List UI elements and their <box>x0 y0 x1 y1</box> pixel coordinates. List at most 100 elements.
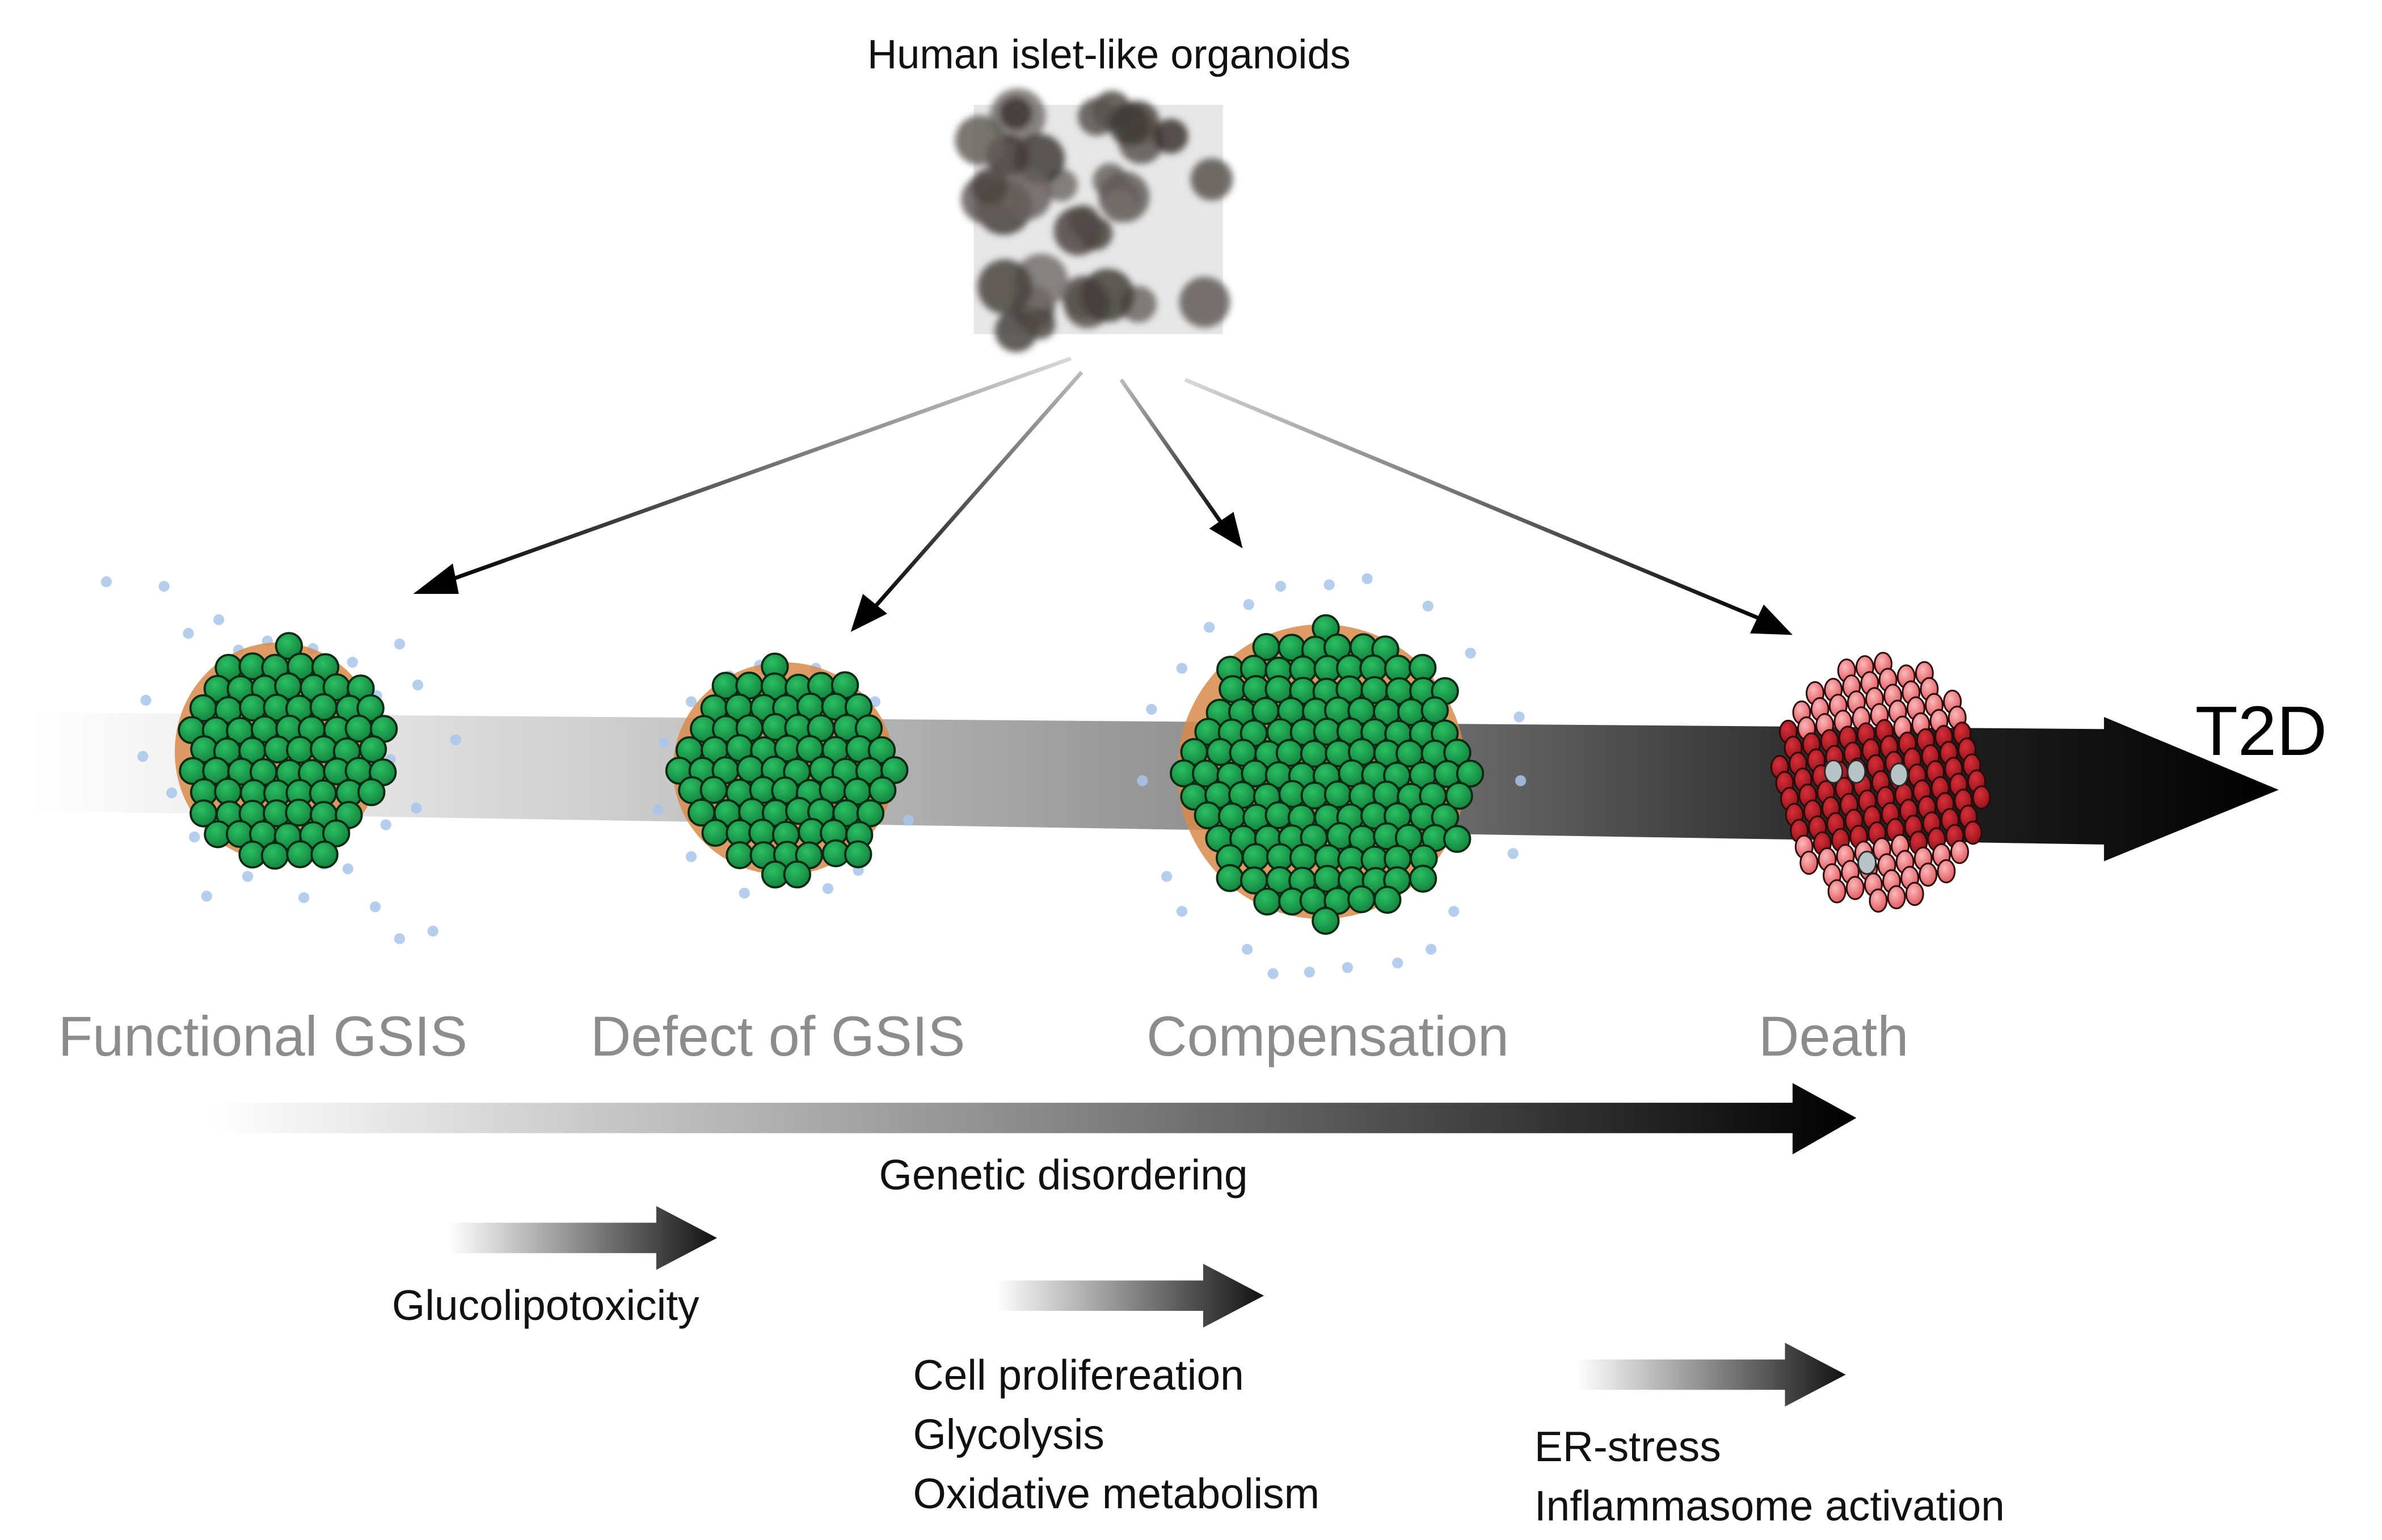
beta-cell <box>1445 782 1473 810</box>
insulin-granule <box>1513 711 1525 723</box>
dying-cell <box>1950 839 1969 864</box>
insulin-granule <box>1465 647 1476 659</box>
insulin-granule <box>347 656 358 668</box>
beta-cell <box>285 798 313 827</box>
insulin-granule <box>342 863 353 875</box>
beta-cell <box>1409 864 1437 893</box>
insulin-granule <box>1304 967 1316 978</box>
insulin-granule <box>1323 579 1335 590</box>
insulin-granule <box>137 750 149 762</box>
factor-er-stress: ER-stress <box>1534 1423 1721 1470</box>
beta-cell <box>1264 801 1293 829</box>
insulin-granule <box>903 815 914 826</box>
stage-label-death: Death <box>1759 1005 1908 1068</box>
insulin-granule <box>412 680 424 691</box>
insulin-granule <box>685 851 697 862</box>
insulin-granule <box>394 933 405 944</box>
insulin-granule <box>380 819 391 830</box>
beta-cell <box>260 841 289 870</box>
stage-label-compensation: Compensation <box>1146 1005 1509 1068</box>
beta-cell <box>286 736 314 764</box>
dying-cell <box>1937 859 1956 884</box>
beta-cell <box>1312 906 1340 935</box>
insulin-granule <box>1361 573 1373 584</box>
insulin-granule <box>1137 775 1148 787</box>
beta-cell <box>699 775 728 804</box>
insulin-granule <box>140 694 151 706</box>
insulin-granule <box>658 737 669 749</box>
factor-glucolipotoxicity: Glucolipotoxicity <box>392 1281 699 1329</box>
islet-compensation <box>1137 573 1527 980</box>
main-progression-arrow <box>33 712 2279 862</box>
beta-cell <box>868 776 897 804</box>
factor-glycolysis: Glycolysis <box>913 1411 1104 1458</box>
death-factors-arrow <box>1576 1343 1846 1407</box>
insulin-granule <box>100 576 112 588</box>
islet-defect <box>652 652 914 899</box>
beta-cell <box>1323 780 1352 809</box>
beta-cell <box>856 799 885 828</box>
dying-cell <box>1963 820 1983 845</box>
insulin-granule <box>1507 848 1519 859</box>
insulin-granule <box>1275 581 1287 592</box>
insulin-granule <box>1422 600 1434 612</box>
genetic-disordering-label: Genetic disordering <box>879 1151 1248 1199</box>
islet-stages <box>100 573 1991 980</box>
t2d-label: T2D <box>2195 692 2328 770</box>
beta-cell <box>359 735 387 763</box>
insulin-granule <box>201 891 212 902</box>
insulin-granule <box>685 696 697 707</box>
dying-cell <box>1845 876 1865 900</box>
arrowhead-icon <box>850 594 887 632</box>
insulin-granule <box>369 901 381 913</box>
insulin-granule <box>242 871 254 882</box>
insulin-granule <box>213 614 225 626</box>
islet-death <box>1770 652 1991 913</box>
insulin-granule <box>1515 775 1527 787</box>
beta-cell <box>286 840 314 868</box>
organoid-micrograph <box>955 88 1233 352</box>
islet-functional <box>100 576 462 944</box>
insulin-granule <box>1425 944 1437 955</box>
dead-cell <box>1824 760 1844 784</box>
beta-cell <box>1241 843 1270 871</box>
insulin-granule <box>298 892 310 904</box>
beta-cell <box>1373 885 1402 914</box>
insulin-granule <box>1176 663 1188 674</box>
beta-cell <box>1253 887 1281 916</box>
beta-cell <box>357 778 386 807</box>
dying-cell <box>1972 785 1991 810</box>
beta-cell <box>1443 825 1472 853</box>
dying-cell <box>1869 888 1888 913</box>
beta-cell <box>1420 696 1449 724</box>
insulin-granule <box>158 581 170 592</box>
arrowhead-icon <box>1209 512 1243 549</box>
stage-label-defect-of-gsis: Defect of GSIS <box>591 1005 966 1068</box>
insulin-granule <box>183 628 194 639</box>
figure-title: Human islet-like organoids <box>867 32 1351 78</box>
beta-cell <box>701 818 730 847</box>
divergent-arrows <box>413 356 1793 635</box>
insulin-granule <box>394 638 405 650</box>
beta-cell <box>1194 801 1222 830</box>
beta-cell <box>783 860 811 889</box>
dying-cell <box>1919 862 1938 887</box>
dead-cell <box>1857 850 1877 875</box>
beta-cell <box>310 840 339 869</box>
beta-cell <box>1289 843 1318 872</box>
insulin-granule <box>652 804 664 815</box>
insulin-granule <box>1267 968 1279 980</box>
arrowhead-icon <box>413 563 459 594</box>
beta-cell <box>275 632 303 660</box>
insulin-granule <box>1161 871 1173 882</box>
compensation-factors-arrow <box>995 1263 1264 1328</box>
insulin-granule <box>1243 599 1254 610</box>
beta-cell <box>1216 864 1244 892</box>
beta-cell <box>867 736 896 765</box>
beta-cell <box>1347 885 1376 913</box>
insulin-granule <box>1342 962 1353 973</box>
insulin-granule <box>450 734 462 745</box>
beta-cell <box>1456 760 1485 788</box>
